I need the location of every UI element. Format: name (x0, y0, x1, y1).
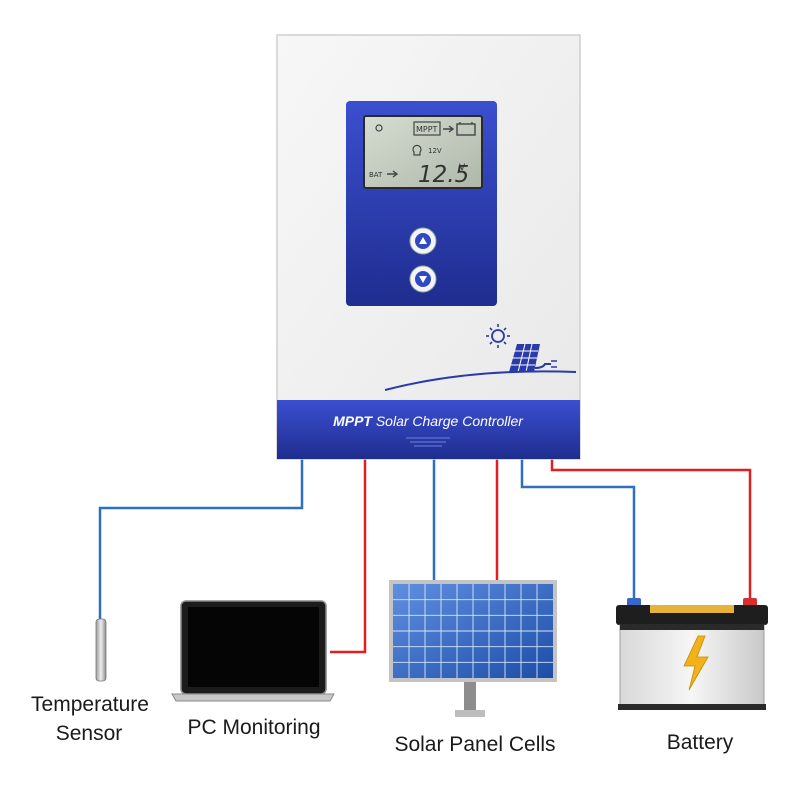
decorative-swoosh (384, 370, 577, 391)
product-name-rest: Solar Charge Controller (372, 413, 524, 429)
triangle-up-icon (419, 237, 427, 244)
sun-logo-icon (491, 329, 505, 343)
sun-icon (375, 124, 383, 132)
solar-logo (486, 324, 557, 373)
pc-wire (330, 458, 367, 654)
battery-positive-wire (550, 458, 752, 600)
solar-panel (389, 580, 557, 717)
lcd-source-label: BAT (369, 171, 383, 179)
arrow-right-icon (387, 170, 399, 178)
battery-bottom (618, 704, 766, 710)
up-button[interactable] (409, 227, 437, 255)
bulb-icon (412, 144, 422, 156)
pc-caption: PC Monitoring (187, 716, 320, 739)
product-name-bold: MPPT (333, 413, 373, 429)
charge-controller: MPPT 12V BAT 12.5 V (276, 34, 581, 460)
down-button[interactable] (409, 265, 437, 293)
lcd-system-voltage: 12V (428, 147, 442, 155)
wiring (98, 458, 752, 654)
sensor-wire (98, 458, 304, 620)
sensor-probe (95, 618, 107, 682)
nameplate (277, 400, 580, 459)
battery-band (620, 624, 764, 630)
mppt-box (413, 121, 441, 136)
panel-cell-grid (393, 584, 553, 678)
battery (616, 598, 768, 710)
lcd-unit: V (459, 163, 466, 173)
battery-body (619, 624, 765, 709)
lightning-bolt-icon (683, 635, 709, 691)
lcd-mode-label: MPPT (416, 125, 438, 134)
sensor-caption-line1: Temperature (31, 693, 149, 716)
plug-icon (534, 363, 551, 369)
product-name: MPPT Solar Charge Controller (333, 413, 524, 429)
arrow-right-icon (443, 125, 455, 133)
temperature-sensor (95, 618, 107, 682)
lcd-battery-icon (456, 123, 476, 136)
sensor-caption-line2: Sensor (56, 722, 123, 745)
panel-post (464, 680, 476, 716)
lcd-screen (363, 115, 483, 189)
vent-slots (406, 437, 450, 447)
laptop (171, 600, 335, 702)
lcd-contents: MPPT 12V BAT 12.5 V (369, 121, 476, 188)
battery-top-trim (650, 605, 734, 613)
panel-base (455, 710, 485, 717)
laptop-base (171, 693, 335, 702)
battery-negative-wire (520, 458, 636, 600)
battery-caption: Battery (667, 731, 734, 754)
laptop-screen (188, 607, 319, 687)
triangle-down-icon (419, 276, 427, 283)
solar-caption: Solar Panel Cells (394, 733, 555, 756)
lcd-reading: 12.5 (418, 162, 469, 188)
